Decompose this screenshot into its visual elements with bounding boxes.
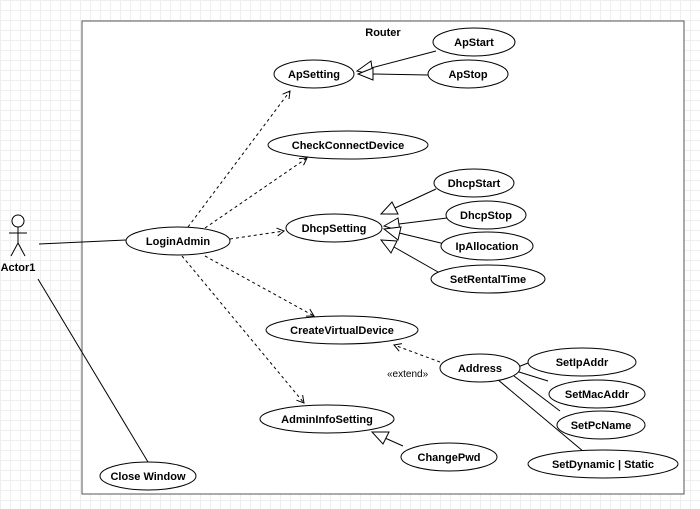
- use-case-setmacaddr[interactable]: SetMacAddr: [548, 379, 646, 409]
- use-case-address[interactable]: Address: [439, 353, 521, 383]
- use-case-label: CreateVirtualDevice: [290, 325, 394, 337]
- association-address-setdynamic: [496, 378, 585, 453]
- use-case-admininfosetting[interactable]: AdminInfoSetting: [259, 404, 395, 434]
- boundary-title: Router: [365, 27, 401, 39]
- use-case-label: DhcpSetting: [302, 223, 367, 235]
- use-case-label: ChangePwd: [418, 452, 481, 464]
- generalizations: [355, 50, 448, 447]
- use-case-label: ApStart: [454, 37, 494, 49]
- use-case-dhcpsetting[interactable]: DhcpSetting: [285, 213, 383, 243]
- actor-head: [11, 214, 25, 228]
- use-case-setdynamicstatic[interactable]: SetDynamic | Static: [527, 449, 679, 479]
- actor-actor1[interactable]: Actor1: [1, 214, 36, 274]
- use-case-apstop[interactable]: ApStop: [427, 59, 509, 89]
- use-case-label: DhcpStart: [448, 178, 501, 190]
- use-case-changepwd[interactable]: ChangePwd: [400, 442, 498, 472]
- use-case-label: AdminInfoSetting: [281, 414, 373, 426]
- use-case-label: SetPcName: [571, 420, 632, 432]
- use-case-label: SetMacAddr: [565, 389, 630, 401]
- use-case-label: IpAllocation: [456, 241, 519, 253]
- dependency-to-createvirtualdevice: [204, 255, 315, 317]
- use-case-checkconnectdevice[interactable]: CheckConnectDevice: [267, 130, 429, 160]
- use-case-label: ApStop: [448, 69, 487, 81]
- use-case-label: ApSetting: [288, 69, 340, 81]
- extend-address-to-createvirtualdevice: [393, 343, 441, 363]
- use-case-label: SetIpAddr: [556, 357, 609, 369]
- use-case-label: CheckConnectDevice: [292, 140, 405, 152]
- actor-label: Actor1: [1, 262, 36, 274]
- use-case-setipaddr[interactable]: SetIpAddr: [527, 347, 637, 377]
- dependency-to-admininfosetting: [181, 255, 305, 404]
- use-case-label: Close Window: [110, 471, 186, 483]
- use-case-loginadmin[interactable]: LoginAdmin: [125, 226, 231, 256]
- dependency-to-apsetting: [187, 90, 291, 228]
- association-actor-closewindow: [37, 278, 149, 463]
- use-case-label: DhcpStop: [460, 210, 512, 222]
- use-case-createvirtualdevice[interactable]: CreateVirtualDevice: [265, 315, 419, 345]
- association-actor-loginadmin: [38, 239, 127, 245]
- use-case-dhcpstop[interactable]: DhcpStop: [445, 200, 527, 230]
- dependencies: [181, 90, 441, 404]
- use-case-label: LoginAdmin: [146, 236, 210, 248]
- use-case-label: Address: [458, 363, 502, 375]
- use-case-dhcpstart[interactable]: DhcpStart: [433, 168, 515, 198]
- use-case-setpcname[interactable]: SetPcName: [556, 410, 646, 440]
- association-address-setmacaddr: [518, 371, 549, 382]
- use-case-setrentaltime[interactable]: SetRentalTime: [430, 264, 546, 294]
- association-address-setpcname: [513, 375, 561, 412]
- use-case-closewindow[interactable]: Close Window: [99, 461, 197, 491]
- use-case-label: SetDynamic | Static: [552, 459, 654, 471]
- extend-stereotype-label: «extend»: [387, 369, 429, 380]
- use-case-ipallocation[interactable]: IpAllocation: [440, 231, 534, 261]
- dependency-to-checkconnectdevice: [204, 157, 308, 229]
- use-case-apstart[interactable]: ApStart: [432, 27, 516, 57]
- use-case-label: SetRentalTime: [450, 274, 526, 286]
- use-case-apsetting[interactable]: ApSetting: [273, 59, 355, 89]
- associations: [37, 239, 585, 463]
